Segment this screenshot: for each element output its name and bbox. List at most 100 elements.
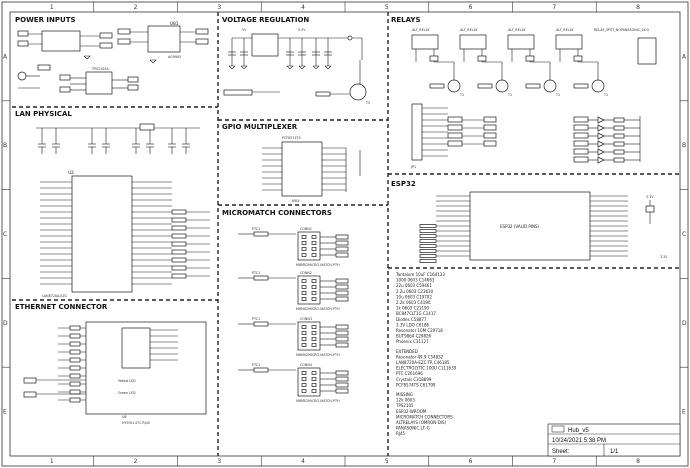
conn-2-body bbox=[297, 275, 321, 305]
vreg-5v-label: 5V bbox=[242, 28, 247, 32]
esp32-module bbox=[469, 191, 591, 261]
bom-missing-1: 12k 0603 bbox=[396, 398, 415, 403]
mux-label: PCF8574TS bbox=[282, 136, 301, 140]
relay-1-t-label: T1 bbox=[459, 93, 464, 97]
relay-3-t-label: T1 bbox=[555, 93, 560, 97]
conn-2-ref: CONN2 bbox=[300, 271, 312, 275]
relay-4: ALT_RELAY T1 bbox=[555, 28, 608, 97]
frame-col-3-bottom: 3 bbox=[217, 458, 221, 465]
bom-missing-title: MISSING bbox=[396, 392, 413, 397]
tps-chip bbox=[85, 71, 113, 95]
led-2 bbox=[597, 124, 605, 132]
bom-line-8: BC847CLT1G C1417 bbox=[396, 311, 436, 316]
yellow-led-label: Yellow LED bbox=[118, 379, 136, 383]
u81-ref: U81 bbox=[170, 21, 179, 26]
title-power-inputs: POWER INPUTS bbox=[15, 16, 76, 24]
relay-generic-label: RELAY_SPST_NOPANASONIC_LK-G bbox=[594, 28, 650, 32]
frame-col-4-top: 4 bbox=[301, 4, 305, 11]
bom-extended-6: PCF8574TS C61799 bbox=[396, 382, 436, 387]
title-gpio-multiplexer: GPIO MULTIPLEXER bbox=[222, 123, 298, 131]
tps-label: TPS2105A bbox=[91, 67, 109, 71]
relay-2-transistor bbox=[495, 79, 509, 93]
u2-ref: U2 bbox=[68, 170, 74, 175]
led-4 bbox=[597, 140, 605, 148]
bom-extended-1: Resonator 49.9 C54832 bbox=[396, 354, 444, 359]
frame-col-8-top: 8 bbox=[636, 4, 640, 11]
bom-line-3: 22u 0603 C59461 bbox=[396, 283, 432, 288]
jp1-label: JP1 bbox=[410, 165, 416, 169]
relay-4-transistor bbox=[591, 79, 605, 93]
lan-physical-block: U2 LAN8720A-EZC bbox=[36, 123, 210, 298]
frame-col-2-bottom: 2 bbox=[134, 458, 138, 465]
conn-2-value: M8MX2MICRO-MATCH-PTH bbox=[296, 307, 340, 311]
bom-line-2: 1000 0603 C14663 bbox=[396, 278, 435, 283]
relay-connector-block: JP1 bbox=[410, 103, 641, 169]
esp32-label: ESP32 (VALID PINS) bbox=[500, 224, 540, 229]
title-sheet-label: Sheet: bbox=[552, 449, 570, 455]
conn-1-body bbox=[297, 231, 321, 261]
bom-line-9: Diodes C58877 bbox=[396, 317, 427, 322]
bom-line-11: Resonator 10M C29718 bbox=[396, 328, 443, 333]
title-esp32: ESP32 bbox=[391, 180, 416, 188]
mux-chip bbox=[281, 141, 323, 197]
ptc-1-label: PTC1 bbox=[252, 227, 260, 231]
bom-missing-4: MICROMATCH CONNECTORS bbox=[396, 414, 453, 419]
transistor-t5 bbox=[349, 83, 367, 101]
logo-icon bbox=[551, 425, 565, 433]
frame-row-C-right: C bbox=[682, 231, 686, 238]
ethernet-block: U6 HY931147C RJ45 Yellow LED Green LED bbox=[23, 321, 207, 425]
title-micromatch: MICROMATCH CONNECTORS bbox=[222, 209, 332, 217]
green-led-label: Green LED bbox=[118, 391, 136, 395]
relays-block: RELAY_SPST_NOPANASONIC_LK-G ALT_RELAY T1 A… bbox=[411, 28, 657, 97]
ptc-4-label: PTC1 bbox=[252, 363, 260, 367]
bom-line-10: 3.3V LDO C6186 bbox=[396, 322, 430, 327]
bom-extended-5: Crystals C318899 bbox=[396, 377, 432, 382]
vreg-33v-label: 3.3V bbox=[298, 28, 306, 32]
power-jack bbox=[41, 30, 81, 52]
frame-row-A-left: A bbox=[3, 53, 8, 60]
bom-missing-7: RJ45 bbox=[396, 431, 406, 436]
bom-missing-3: ESP32-WROOM bbox=[396, 409, 427, 414]
mux-ref: MUX bbox=[292, 199, 300, 203]
frame-col-7-top: 7 bbox=[552, 4, 556, 11]
frame-col-6-bottom: 6 bbox=[469, 458, 473, 465]
frame-col-1-bottom: 1 bbox=[50, 458, 54, 465]
bom-missing-2: TPS2105 bbox=[395, 403, 414, 408]
title-date: 10/24/2021 5:38 PM bbox=[552, 438, 606, 444]
bom-line-5: 10u 0603 C19702 bbox=[396, 294, 432, 299]
voltage-regulation-block: 5V 3.3V T5 bbox=[223, 28, 370, 105]
frame-col-5-top: 5 bbox=[385, 4, 389, 11]
frame-col-5-bottom: 5 bbox=[385, 458, 389, 465]
conn-1-value: M8MX2MICRO-MATCH-PTH bbox=[296, 263, 340, 267]
u81-value: AG9905 bbox=[168, 55, 181, 59]
bom-extended-3: ELECTROLYTIC 100U C111639 bbox=[396, 366, 457, 371]
bom-line-12: BUT9864 C29826 bbox=[396, 334, 432, 339]
relay-4-label: ALT_RELAY bbox=[556, 28, 575, 32]
led-5 bbox=[597, 148, 605, 156]
conn-4-value: M8MX2MICRO-MATCH-PTH bbox=[296, 399, 340, 403]
relay-1-label: ALT_RELAY bbox=[412, 28, 431, 32]
frame-row-B-left: B bbox=[3, 142, 7, 149]
title-block: Hub_v5 10/24/2021 5:38 PM Sheet: 1/1 bbox=[547, 423, 681, 457]
frame-col-4-bottom: 4 bbox=[301, 458, 305, 465]
title-name: Hub_v5 bbox=[568, 428, 589, 434]
conn-4-body bbox=[297, 367, 321, 397]
bom-extended-4: PTC C261696 bbox=[396, 371, 423, 376]
u6-ref: U6 bbox=[122, 415, 127, 419]
regulator-chip bbox=[251, 33, 279, 57]
bom-line-6: 2.2k 0603 C4190 bbox=[396, 300, 431, 305]
esp32-block: ESP32 (VALID PINS) 3.3V 3.3V bbox=[419, 191, 668, 263]
frame-col-6-top: 6 bbox=[469, 4, 473, 11]
frame-row-E-right: E bbox=[682, 409, 686, 416]
power-inputs-block: U81 AG9905 TPS2105A bbox=[17, 21, 209, 95]
led-1 bbox=[597, 116, 605, 124]
relay-3-label: ALT_RELAY bbox=[508, 28, 527, 32]
